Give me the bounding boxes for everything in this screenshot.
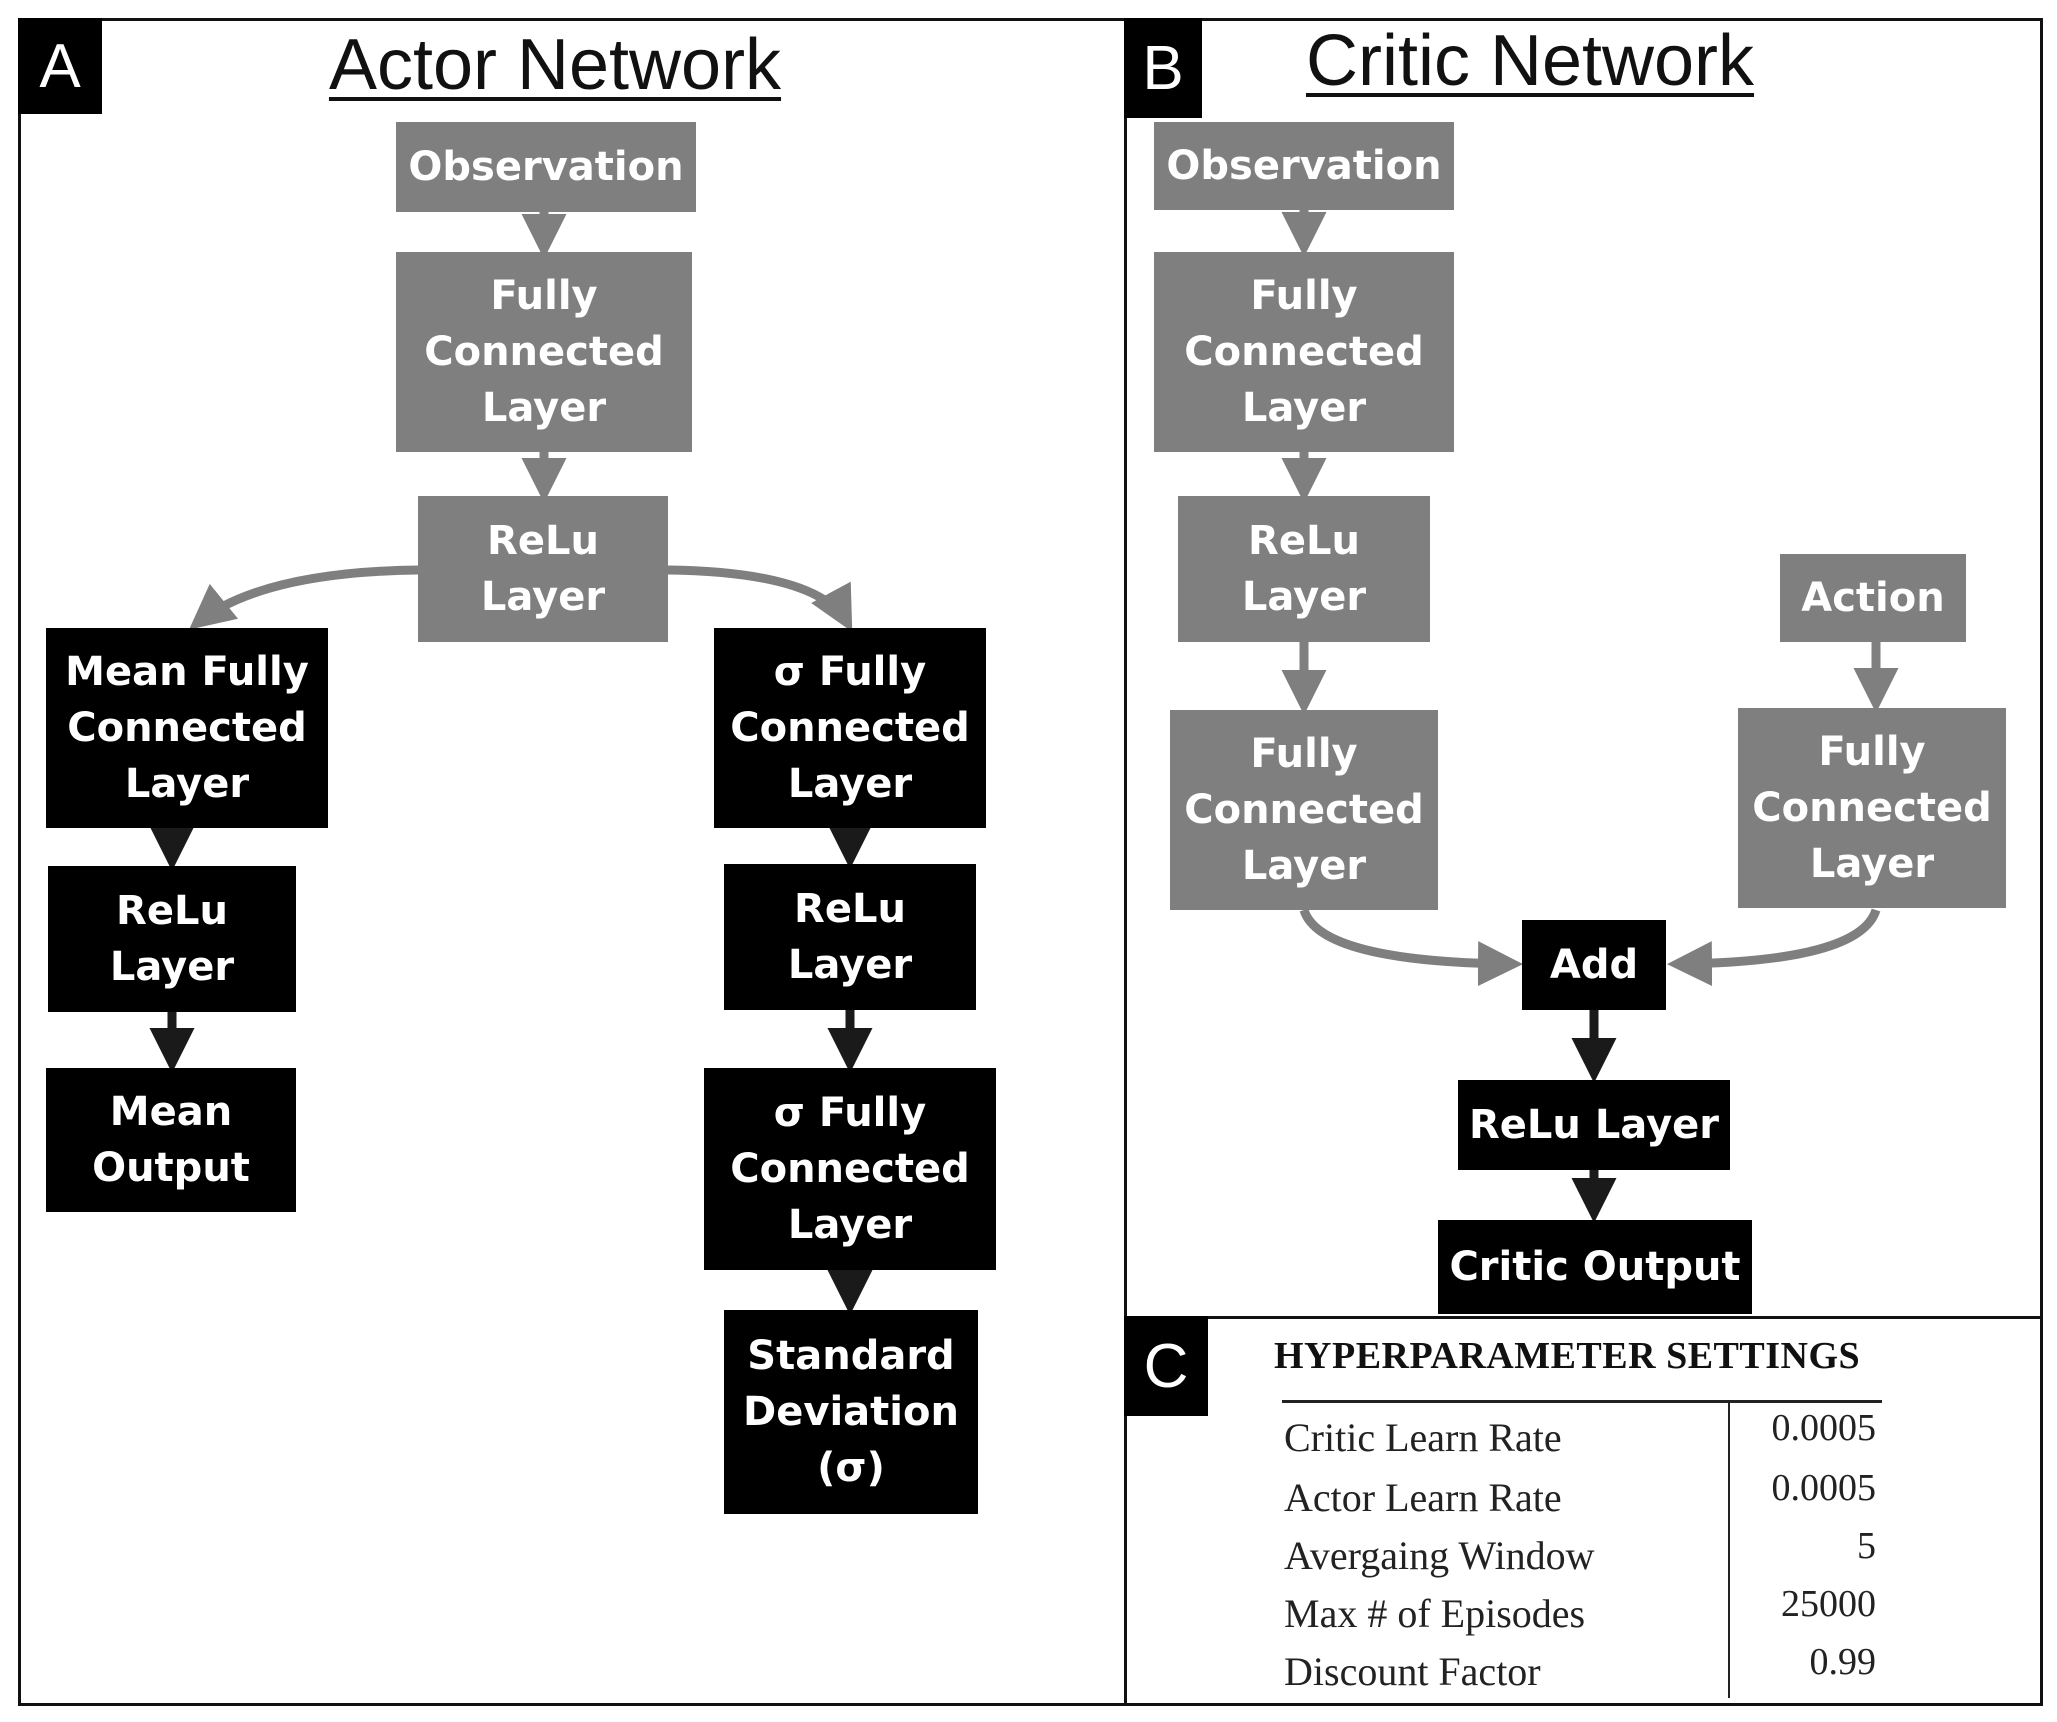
sigma-relu-node: ReLu Layer (724, 864, 976, 1010)
hyperparameter-label: Actor Learn Rate (1284, 1475, 1562, 1520)
actor-network-title: Actor Network (328, 25, 782, 105)
table-column-divider (1728, 1402, 1730, 1698)
standard-deviation-node: Standard Deviation (σ) (724, 1310, 978, 1514)
hyperparameter-panel (1124, 1316, 2043, 1706)
mean-output-node: Mean Output (46, 1068, 296, 1212)
hyperparameter-label: Critic Learn Rate (1284, 1415, 1562, 1460)
panel-b-tag: B (1124, 18, 1202, 118)
hyperparameter-value: 25000 (1781, 1583, 1876, 1625)
panel-a-tag: A (18, 18, 102, 114)
mean-fully-connected-node: Mean Fully Connected Layer (46, 628, 328, 828)
critic-network-title: Critic Network (1305, 21, 1755, 101)
sigma-fully-connected-node: σ Fully Connected Layer (714, 628, 986, 828)
action-fully-connected-node: Fully Connected Layer (1738, 708, 2006, 908)
actor-observation-node: Observation (396, 122, 696, 212)
add-node: Add (1522, 920, 1666, 1010)
sigma-fully-connected-2-node: σ Fully Connected Layer (704, 1068, 996, 1270)
hyperparameter-value: 0.0005 (1771, 1467, 1877, 1509)
table-top-rule (1282, 1400, 1882, 1403)
actor-relu-node: ReLu Layer (418, 496, 668, 642)
hyperparameter-label: Max # of Episodes (1284, 1591, 1586, 1636)
critic-observation-node: Observation (1154, 122, 1454, 210)
critic-fully-connected-node: Fully Connected Layer (1154, 252, 1454, 452)
hyperparameter-label: Avergaing Window (1284, 1533, 1595, 1578)
hyperparameter-value: 0.99 (1809, 1641, 1877, 1683)
mean-relu-node: ReLu Layer (48, 866, 296, 1012)
action-node: Action (1780, 554, 1966, 642)
hyperparameter-label: Discount Factor (1284, 1649, 1541, 1694)
hyperparameter-value: 5 (1857, 1525, 1876, 1567)
hyperparameter-value: 0.0005 (1771, 1407, 1877, 1449)
hyperparameter-table-title: HYPERPARAMETER SETTINGS (1274, 1335, 1861, 1377)
critic-fully-connected-2-node: Fully Connected Layer (1170, 710, 1438, 910)
panel-c-tag: C (1124, 1316, 1208, 1416)
critic-relu-node: ReLu Layer (1178, 496, 1430, 642)
actor-fully-connected-node: Fully Connected Layer (396, 252, 692, 452)
critic-relu-layer-node: ReLu Layer (1458, 1080, 1730, 1170)
critic-output-node: Critic Output (1438, 1220, 1752, 1314)
